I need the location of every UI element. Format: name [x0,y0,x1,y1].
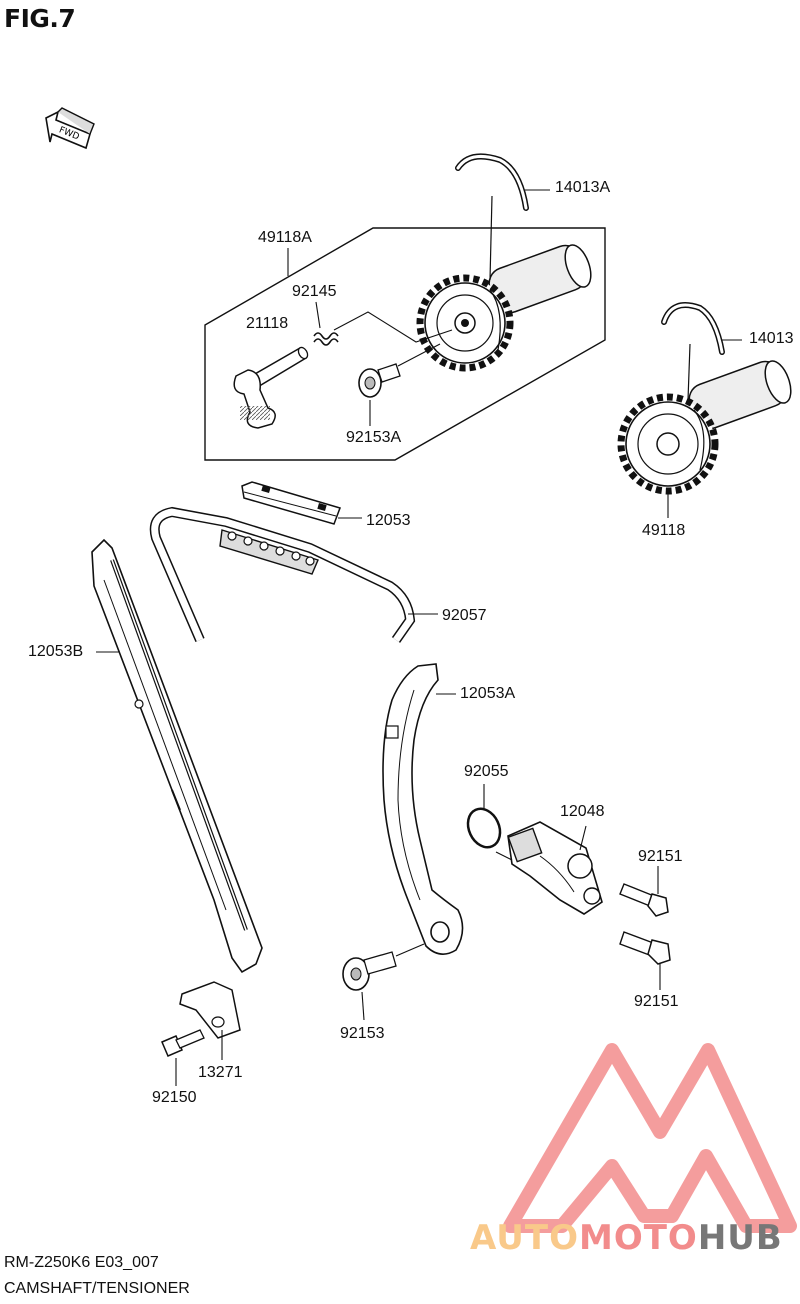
part-label-92153A: 92153A [346,429,402,446]
stopper-plate-13271 [179,981,241,1039]
part-label-14013A: 14013A [555,179,611,196]
part-label-12053A: 12053A [460,685,516,702]
part-label-92055: 92055 [464,763,509,780]
part-label-13271: 13271 [198,1064,243,1081]
bolt-92153 [342,951,397,991]
section-title: CAMSHAFT/TENSIONER [4,1280,190,1297]
part-label-49118: 49118 [642,522,686,539]
automotohub-logo [503,1043,797,1233]
part-label-92151-lower: 92151 [634,993,679,1010]
model-code: RM-Z250K6 E03_007 [4,1254,159,1271]
chain-guide-12053B [91,538,263,974]
watermark-text: AUTOMOTOHUB [470,1218,783,1258]
part-label-92150: 92150 [152,1089,197,1106]
camshaft-sprocket-49118 [617,360,792,495]
bolt-92151-upper [619,883,669,917]
part-label-12053: 12053 [366,512,411,529]
cam-chain-92057 [149,506,416,643]
part-label-21118: 21118 [246,315,289,332]
o-ring-92055 [466,807,502,849]
part-label-92145: 92145 [292,283,337,300]
fwd-arrow-icon: FWD [45,107,95,150]
chain-guide-12053 [241,481,341,525]
part-label-92057: 92057 [442,607,487,624]
part-label-92153: 92153 [340,1025,385,1042]
tensioner-guide-12053A [382,663,464,955]
part-label-92151-upper: 92151 [638,848,683,865]
part-label-12053B: 12053B [28,643,84,660]
bolt-92150 [161,1029,205,1057]
figure-title: FIG.7 [4,4,76,33]
part-label-14013: 14013 [749,330,794,347]
cam-chain-tensioner-12048 [507,821,603,915]
assembly-box-49118A [204,227,606,461]
part-label-12048: 12048 [560,803,605,820]
part-label-49118A: 49118A [258,229,312,246]
decompressor-shaft-21118 [233,346,309,429]
camshaft-sprocket-49118A [416,244,592,372]
bolt-92151-lower [619,931,671,965]
watermark-auto: AUTO [470,1218,579,1258]
watermark-moto: MOTO [578,1218,698,1258]
cam-cap-clip-14013 [661,302,725,355]
spring-92145 [313,332,339,346]
watermark-hub: HUB [697,1218,783,1258]
bolt-92153A [358,363,401,398]
